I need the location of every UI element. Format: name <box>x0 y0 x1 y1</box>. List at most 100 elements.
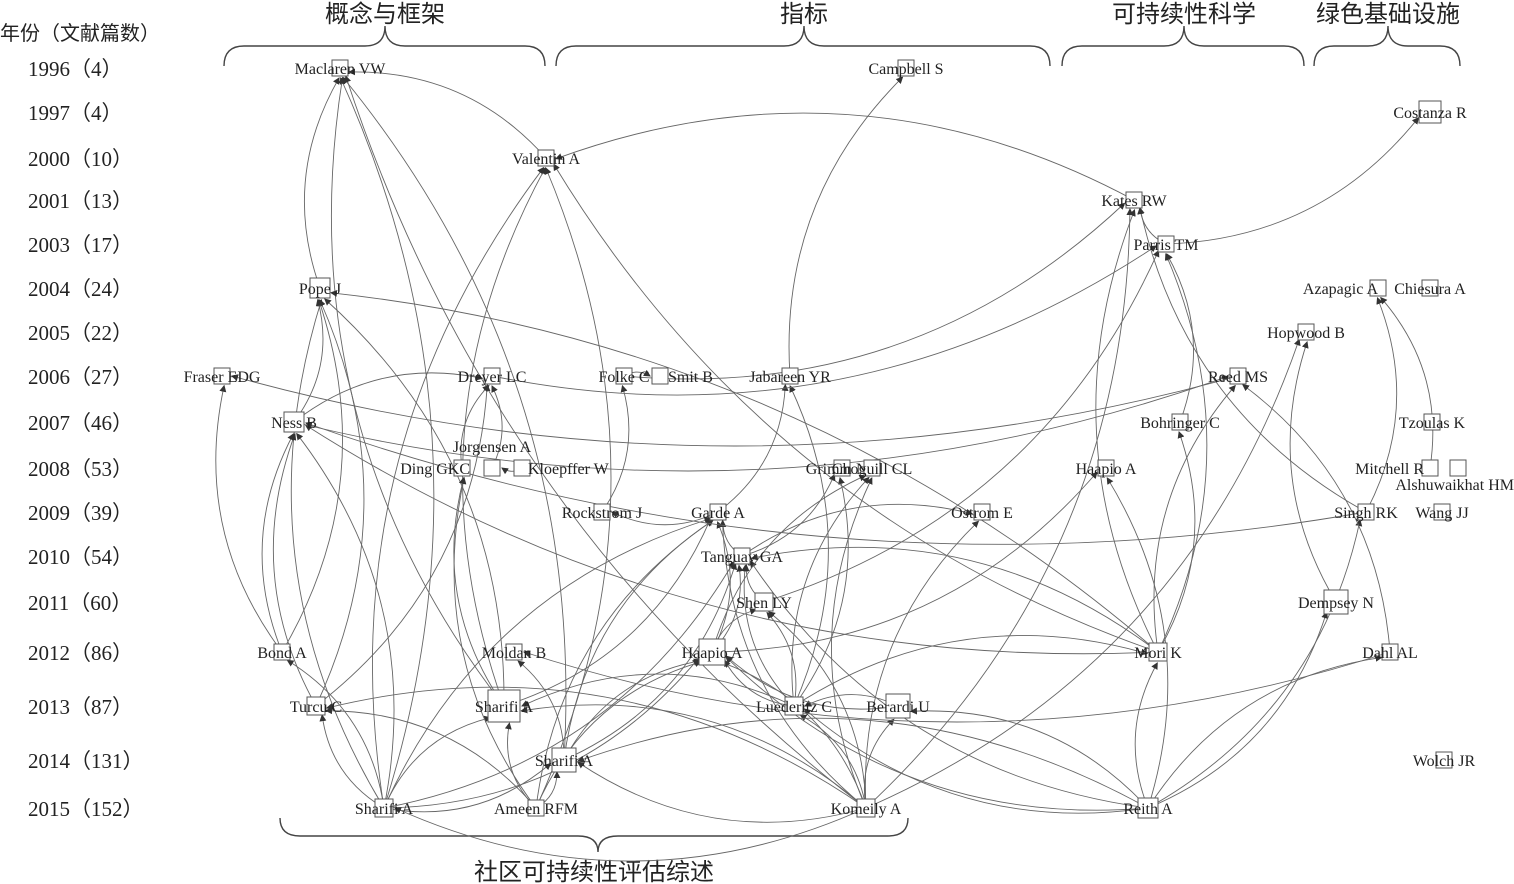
node-valentin[interactable]: Valentin A <box>512 149 580 168</box>
node-box-parris[interactable] <box>1157 235 1175 253</box>
node-komeily[interactable]: Komeily A <box>831 798 902 818</box>
node-alshuwaikhat[interactable]: Alshuwaikhat HM <box>1395 459 1514 494</box>
node-dreyer[interactable]: Dreyer LC <box>458 367 527 386</box>
node-box-haapio12[interactable] <box>698 638 726 666</box>
node-dahl[interactable]: Dahl AL <box>1362 643 1418 662</box>
node-box-grimm[interactable] <box>833 459 851 477</box>
node-rockstrom[interactable]: Rockstrom J <box>562 503 642 522</box>
node-box-moldan[interactable] <box>505 643 523 661</box>
node-smit[interactable]: Smit B <box>651 367 713 386</box>
node-garde[interactable]: Garde A <box>691 503 745 522</box>
node-box-alshuwaikhat[interactable] <box>1449 459 1467 477</box>
node-luederitz[interactable]: Luederitz C <box>756 696 832 716</box>
node-bohringer[interactable]: Bohringer C <box>1140 413 1220 432</box>
node-choguill[interactable]: Choguill CL <box>832 459 912 478</box>
node-turcu[interactable]: Turcu C <box>290 696 342 716</box>
node-box-luederitz[interactable] <box>784 696 804 716</box>
node-jabareen[interactable]: Jabareen YR <box>749 367 831 386</box>
node-tanguay[interactable]: Tanguay GA <box>701 547 783 566</box>
node-grimm[interactable]: Grimm NB <box>806 459 878 478</box>
node-haapio08[interactable]: Haapio A <box>1076 459 1137 478</box>
node-box-valentin[interactable] <box>537 149 555 167</box>
node-wang[interactable]: Wang JJ <box>1415 503 1469 522</box>
node-box-smit[interactable] <box>651 367 669 385</box>
node-folke[interactable]: Folke C <box>598 367 650 386</box>
node-parris[interactable]: Parris TM <box>1133 235 1199 254</box>
node-box-singh[interactable] <box>1357 503 1375 521</box>
node-box-garde[interactable] <box>709 503 727 521</box>
node-berardi[interactable]: Berardi U <box>866 693 930 719</box>
node-reith[interactable]: Reith A <box>1123 797 1173 819</box>
node-box-dahl[interactable] <box>1381 643 1399 661</box>
node-box-mitchell[interactable] <box>1421 459 1439 477</box>
node-box-rockstrom[interactable] <box>593 503 611 521</box>
node-box-reith[interactable] <box>1137 797 1159 819</box>
node-azapagic[interactable]: Azapagic A <box>1303 279 1387 298</box>
node-ameen[interactable]: Ameen RFM <box>494 799 578 818</box>
node-box-kloepffer[interactable] <box>513 459 531 477</box>
node-wolch[interactable]: Wolch JR <box>1413 751 1476 770</box>
node-box-kates[interactable] <box>1125 191 1143 209</box>
node-singh[interactable]: Singh RK <box>1334 503 1398 522</box>
node-bond[interactable]: Bond A <box>257 643 307 662</box>
node-box-sharifi14[interactable] <box>551 747 577 773</box>
node-box-turcu[interactable] <box>306 696 326 716</box>
node-sharifi14[interactable]: Sharifi A <box>535 747 594 773</box>
node-box-komeily[interactable] <box>856 798 876 818</box>
node-pope[interactable]: Pope J <box>299 277 341 299</box>
node-reed[interactable]: Reed MS <box>1208 367 1268 386</box>
node-box-reed[interactable] <box>1229 367 1247 385</box>
node-jorgensen[interactable]: Jorgensen A <box>453 439 532 477</box>
node-box-ostrom[interactable] <box>973 503 991 521</box>
node-box-choguill[interactable] <box>863 459 881 477</box>
node-kates[interactable]: Kates RW <box>1101 191 1168 210</box>
node-mitchell[interactable]: Mitchell R <box>1355 459 1439 478</box>
node-box-berardi[interactable] <box>885 693 911 719</box>
node-dempsey[interactable]: Dempsey N <box>1298 589 1374 615</box>
node-moldan[interactable]: Moldan B <box>482 643 546 662</box>
node-box-bond[interactable] <box>273 643 291 661</box>
node-box-shen[interactable] <box>754 592 774 612</box>
node-hopwood[interactable]: Hopwood B <box>1267 323 1345 342</box>
node-costanza[interactable]: Costanza R <box>1393 100 1467 124</box>
node-box-folke[interactable] <box>615 367 633 385</box>
node-box-jorgensen[interactable] <box>483 459 501 477</box>
node-shen[interactable]: Shen LY <box>736 592 792 612</box>
node-box-bohringer[interactable] <box>1171 413 1189 431</box>
node-box-chiesura[interactable] <box>1421 279 1439 297</box>
node-sharifi15[interactable]: Sharifi A <box>355 798 414 818</box>
node-box-wolch[interactable] <box>1435 751 1453 769</box>
node-box-mori[interactable] <box>1148 642 1168 662</box>
node-box-costanza[interactable] <box>1418 100 1442 124</box>
node-ness[interactable]: Ness B <box>271 411 317 433</box>
node-maclaren[interactable]: Maclaren VW <box>295 59 387 78</box>
node-box-ameen[interactable] <box>527 799 545 817</box>
node-box-ness[interactable] <box>283 411 305 433</box>
node-box-pope[interactable] <box>309 277 331 299</box>
node-sharifi13[interactable]: Sharifi A <box>475 689 534 723</box>
node-haapio12[interactable]: Haapio A <box>682 638 743 666</box>
node-ostrom[interactable]: Ostrom E <box>951 503 1013 522</box>
node-box-jabareen[interactable] <box>781 367 799 385</box>
node-box-dreyer[interactable] <box>483 367 501 385</box>
node-mori[interactable]: Mori K <box>1134 642 1182 662</box>
node-tzoulas[interactable]: Tzoulas K <box>1399 413 1466 432</box>
node-box-ding[interactable] <box>453 459 471 477</box>
node-ding[interactable]: Ding GKC <box>400 459 471 478</box>
node-box-sharifi13[interactable] <box>487 689 521 723</box>
node-box-azapagic[interactable] <box>1369 279 1387 297</box>
node-campbell[interactable]: Campbell S <box>868 59 944 78</box>
node-box-campbell[interactable] <box>897 59 915 77</box>
node-box-wang[interactable] <box>1433 503 1451 521</box>
node-box-hopwood[interactable] <box>1297 323 1315 341</box>
node-box-tanguay[interactable] <box>733 547 751 565</box>
node-box-fraser[interactable] <box>213 367 231 385</box>
node-box-dempsey[interactable] <box>1323 589 1349 615</box>
node-kloepffer[interactable]: Kloepffer W <box>513 459 610 478</box>
node-box-tzoulas[interactable] <box>1423 413 1441 431</box>
node-chiesura[interactable]: Chiesura A <box>1394 279 1466 298</box>
node-box-maclaren[interactable] <box>331 59 349 77</box>
node-box-sharifi15[interactable] <box>374 798 394 818</box>
node-box-haapio08[interactable] <box>1097 459 1115 477</box>
node-fraser[interactable]: Fraser EDG <box>184 367 261 386</box>
